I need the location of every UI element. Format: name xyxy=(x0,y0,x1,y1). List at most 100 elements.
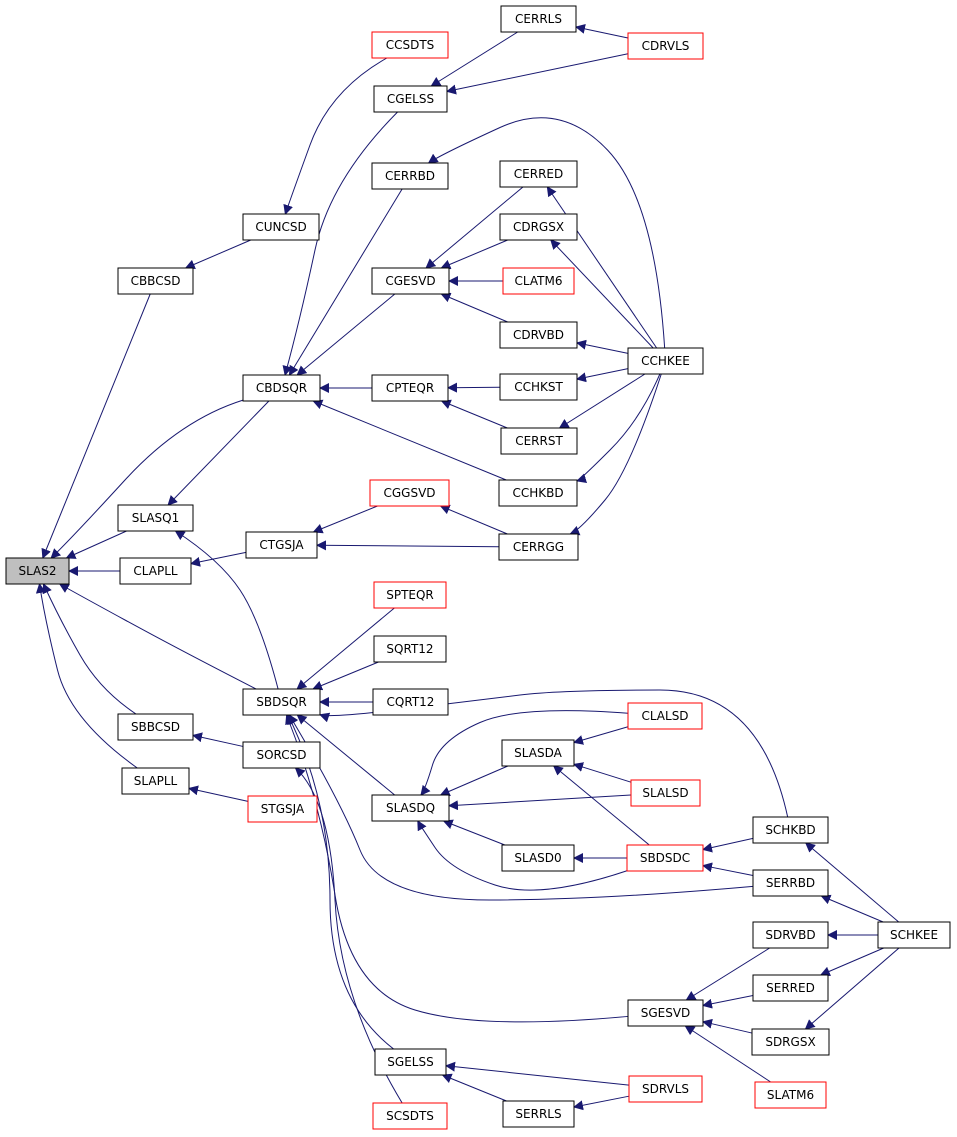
node-box[interactable] xyxy=(498,533,579,561)
node-sqrt12[interactable]: SQRT12 xyxy=(373,635,447,663)
node-box[interactable] xyxy=(499,321,578,349)
node-sbdsqr[interactable]: SBDSQR xyxy=(242,688,321,716)
node-box[interactable] xyxy=(369,479,450,507)
node-box[interactable] xyxy=(501,739,575,767)
node-sdrvbd[interactable]: SDRVBD xyxy=(752,921,829,949)
node-sgelss[interactable]: SGELSS xyxy=(374,1048,447,1076)
node-box[interactable] xyxy=(371,374,449,402)
node-slasda[interactable]: SLASDA xyxy=(501,739,575,767)
node-cbbcsd[interactable]: CBBCSD xyxy=(117,267,194,295)
node-box[interactable] xyxy=(502,267,575,295)
node-box[interactable] xyxy=(877,921,951,949)
node-cerrgg[interactable]: CERRGG xyxy=(498,533,579,561)
node-box[interactable] xyxy=(627,999,704,1027)
node-slapll[interactable]: SLAPLL xyxy=(121,767,190,795)
node-box[interactable] xyxy=(372,1102,448,1130)
node-box[interactable] xyxy=(372,688,449,716)
node-box[interactable] xyxy=(627,347,704,375)
node-box[interactable] xyxy=(752,816,829,844)
node-box[interactable] xyxy=(627,702,703,730)
node-box[interactable] xyxy=(500,427,578,455)
node-box[interactable] xyxy=(5,557,70,585)
node-cchkst[interactable]: CCHKST xyxy=(499,373,578,401)
node-cuncsd[interactable]: CUNCSD xyxy=(242,213,320,241)
node-cerred[interactable]: CERRED xyxy=(499,160,578,188)
node-clatm6[interactable]: CLATM6 xyxy=(502,267,575,295)
node-serrls[interactable]: SERRLS xyxy=(502,1100,575,1128)
node-box[interactable] xyxy=(371,267,450,295)
node-box[interactable] xyxy=(247,795,318,823)
node-box[interactable] xyxy=(754,1081,827,1109)
node-box[interactable] xyxy=(626,844,704,872)
node-cerrls[interactable]: CERRLS xyxy=(500,5,577,33)
node-schkbd[interactable]: SCHKBD xyxy=(752,816,829,844)
node-serrbd[interactable]: SERRBD xyxy=(752,869,829,897)
node-box[interactable] xyxy=(371,162,449,190)
node-cdrvbd[interactable]: CDRVBD xyxy=(499,321,578,349)
node-box[interactable] xyxy=(501,844,575,872)
node-scsdts[interactable]: SCSDTS xyxy=(372,1102,448,1130)
node-box[interactable] xyxy=(373,581,447,609)
node-cpteqr[interactable]: CPTEQR xyxy=(371,374,449,402)
node-cerrst[interactable]: CERRST xyxy=(500,427,578,455)
node-box[interactable] xyxy=(499,373,578,401)
node-box[interactable] xyxy=(119,557,192,585)
node-slasd0[interactable]: SLASD0 xyxy=(501,844,575,872)
node-box[interactable] xyxy=(371,31,449,59)
node-sbdsdc[interactable]: SBDSDC xyxy=(626,844,704,872)
node-box[interactable] xyxy=(628,1075,703,1103)
node-box[interactable] xyxy=(117,713,194,741)
node-box[interactable] xyxy=(500,5,577,33)
node-box[interactable] xyxy=(499,213,578,241)
node-box[interactable] xyxy=(373,635,447,663)
node-stgsja[interactable]: STGSJA xyxy=(247,795,318,823)
node-ccsdts[interactable]: CCSDTS xyxy=(371,31,449,59)
node-box[interactable] xyxy=(498,479,578,507)
node-cerrbd[interactable]: CERRBD xyxy=(371,162,449,190)
node-slalsd[interactable]: SLALSD xyxy=(630,779,701,807)
node-clalsd[interactable]: CLALSD xyxy=(627,702,703,730)
node-slatm6[interactable]: SLATM6 xyxy=(754,1081,827,1109)
node-serred[interactable]: SERRED xyxy=(752,974,829,1002)
node-box[interactable] xyxy=(117,504,194,532)
node-box[interactable] xyxy=(502,1100,575,1128)
node-slasdq[interactable]: SLASDQ xyxy=(371,794,450,822)
node-spteqr[interactable]: SPTEQR xyxy=(373,581,447,609)
node-box[interactable] xyxy=(371,794,450,822)
node-box[interactable] xyxy=(242,741,321,769)
node-box[interactable] xyxy=(627,32,704,60)
node-sdrvls[interactable]: SDRVLS xyxy=(628,1075,703,1103)
node-slas2[interactable]: SLAS2 xyxy=(5,557,70,585)
node-cdrvls[interactable]: CDRVLS xyxy=(627,32,704,60)
node-box[interactable] xyxy=(752,974,829,1002)
node-cqrt12[interactable]: CQRT12 xyxy=(372,688,449,716)
node-ctgsja[interactable]: CTGSJA xyxy=(245,531,318,559)
node-box[interactable] xyxy=(752,869,829,897)
node-box[interactable] xyxy=(245,531,318,559)
node-box[interactable] xyxy=(752,921,829,949)
node-box[interactable] xyxy=(499,160,578,188)
node-box[interactable] xyxy=(242,688,321,716)
node-box[interactable] xyxy=(373,85,448,113)
node-box[interactable] xyxy=(121,767,190,795)
node-cggsvd[interactable]: CGGSVD xyxy=(369,479,450,507)
node-slasq1[interactable]: SLASQ1 xyxy=(117,504,194,532)
node-box[interactable] xyxy=(242,374,321,402)
node-cdrgsx[interactable]: CDRGSX xyxy=(499,213,578,241)
node-box[interactable] xyxy=(374,1048,447,1076)
node-sbbcsd[interactable]: SBBCSD xyxy=(117,713,194,741)
node-cbdsqr[interactable]: CBDSQR xyxy=(242,374,321,402)
node-box[interactable] xyxy=(117,267,194,295)
node-clapll[interactable]: CLAPLL xyxy=(119,557,192,585)
node-cchkbd[interactable]: CCHKBD xyxy=(498,479,578,507)
node-sdrgsx[interactable]: SDRGSX xyxy=(751,1028,830,1056)
node-cgelss[interactable]: CGELSS xyxy=(373,85,448,113)
node-box[interactable] xyxy=(630,779,701,807)
node-cchkee[interactable]: CCHKEE xyxy=(627,347,704,375)
node-schkee[interactable]: SCHKEE xyxy=(877,921,951,949)
node-cgesvd[interactable]: CGESVD xyxy=(371,267,450,295)
node-sorcsd[interactable]: SORCSD xyxy=(242,741,321,769)
node-sgesvd[interactable]: SGESVD xyxy=(627,999,704,1027)
node-box[interactable] xyxy=(242,213,320,241)
node-box[interactable] xyxy=(751,1028,830,1056)
